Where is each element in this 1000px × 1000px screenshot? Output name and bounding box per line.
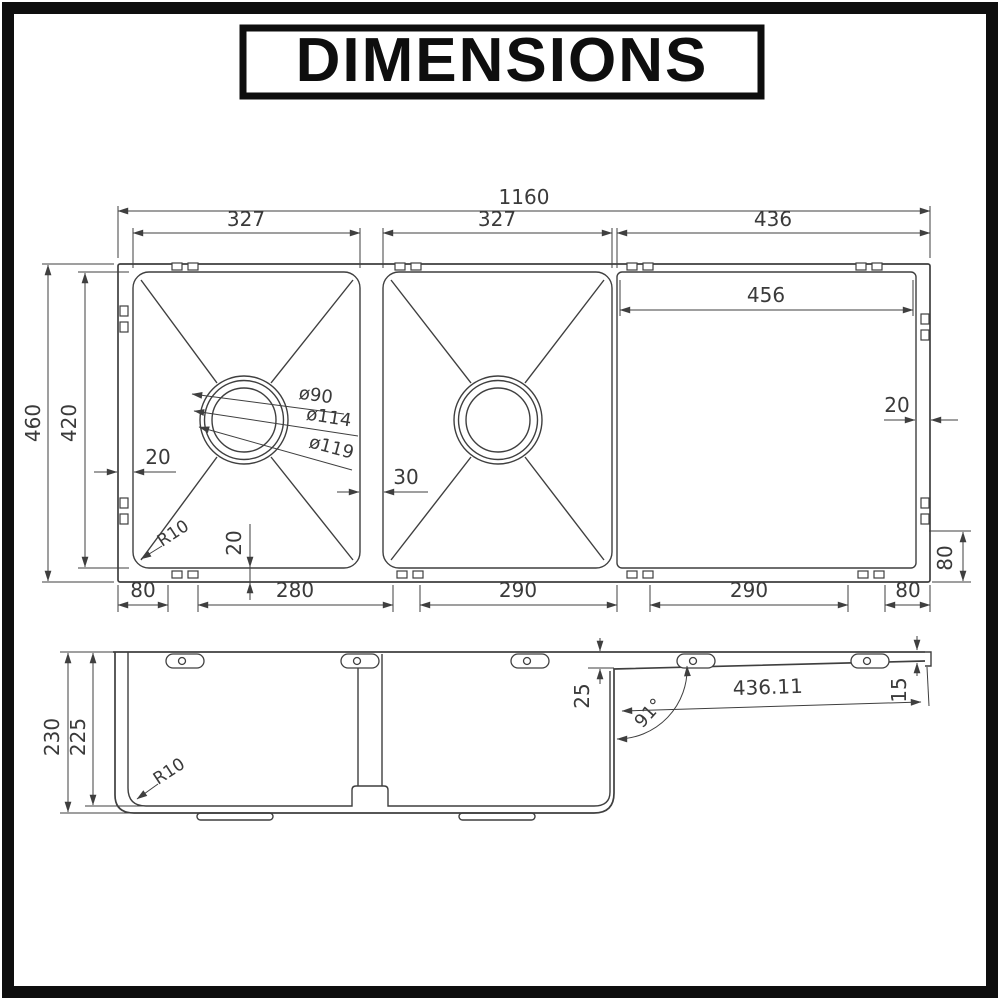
top-view: ø90 ø114 ø119 xyxy=(21,185,971,612)
dim-left-bowl-width: 327 xyxy=(227,207,265,231)
page-title: DIMENSIONS xyxy=(296,26,709,95)
title-box xyxy=(239,24,765,100)
bowl-diagonals xyxy=(140,279,605,561)
dim-corner-radius: R10 xyxy=(154,516,193,551)
top-dimensions: 1160 327 327 436 456 xyxy=(117,185,931,316)
dim-left-wall: 20 xyxy=(145,445,170,469)
left-dimensions: 460 420 xyxy=(21,263,129,583)
dim-drainer-inner-width: 456 xyxy=(747,283,785,307)
dim-overall-depth: 460 xyxy=(21,404,45,442)
dim-drainer-angle: 91° xyxy=(630,694,667,732)
detail-dimensions: 20 R10 20 30 20 80 xyxy=(94,393,971,600)
dim-side-overall-depth: 230 xyxy=(40,718,64,756)
rim-clips xyxy=(119,262,930,579)
section-outline xyxy=(113,651,932,821)
bottom-dimensions: 80 280 290 290 80 xyxy=(117,578,931,612)
title-block: DIMENSIONS xyxy=(239,24,765,100)
dim-bowl-depth: 420 xyxy=(57,404,81,442)
dim-overall-width: 1160 xyxy=(499,185,550,209)
dim-bottom-290-b: 290 xyxy=(730,578,768,602)
left-drain xyxy=(199,375,289,465)
dim-bowl-gap: 30 xyxy=(393,465,418,489)
mounting-tabs xyxy=(165,653,890,669)
dim-bottom-290-a: 290 xyxy=(499,578,537,602)
dim-side-corner-radius: R10 xyxy=(150,754,189,789)
dim-side-inner-depth: 225 xyxy=(66,718,90,756)
side-view: 230 225 R10 25 91° 436.11 15 xyxy=(40,636,932,821)
dim-bottom-80-right: 80 xyxy=(895,578,920,602)
middle-drain xyxy=(453,375,543,465)
dim-drainer-far-drop: 15 xyxy=(887,677,911,702)
drain-diameter-labels: ø90 ø114 ø119 xyxy=(191,383,359,471)
dim-bottom-80-left: 80 xyxy=(130,578,155,602)
middle-bowl xyxy=(382,271,613,569)
dim-drain-dia-mid: ø114 xyxy=(305,404,353,432)
dim-base-lip: 20 xyxy=(222,530,246,555)
dim-right-wall: 20 xyxy=(884,393,909,417)
dim-drainer-near-drop: 25 xyxy=(570,683,594,708)
dim-bottom-280: 280 xyxy=(276,578,314,602)
dim-drainer-width: 436 xyxy=(754,207,792,231)
dim-drain-dia-small: ø90 xyxy=(298,383,335,409)
drainer-area xyxy=(616,271,917,569)
dim-right-edge-offset: 80 xyxy=(933,545,957,570)
dim-drainer-length: 436.11 xyxy=(732,674,803,700)
dim-middle-bowl-width: 327 xyxy=(478,207,516,231)
left-bowl xyxy=(132,271,361,569)
sink-outline xyxy=(117,263,931,583)
